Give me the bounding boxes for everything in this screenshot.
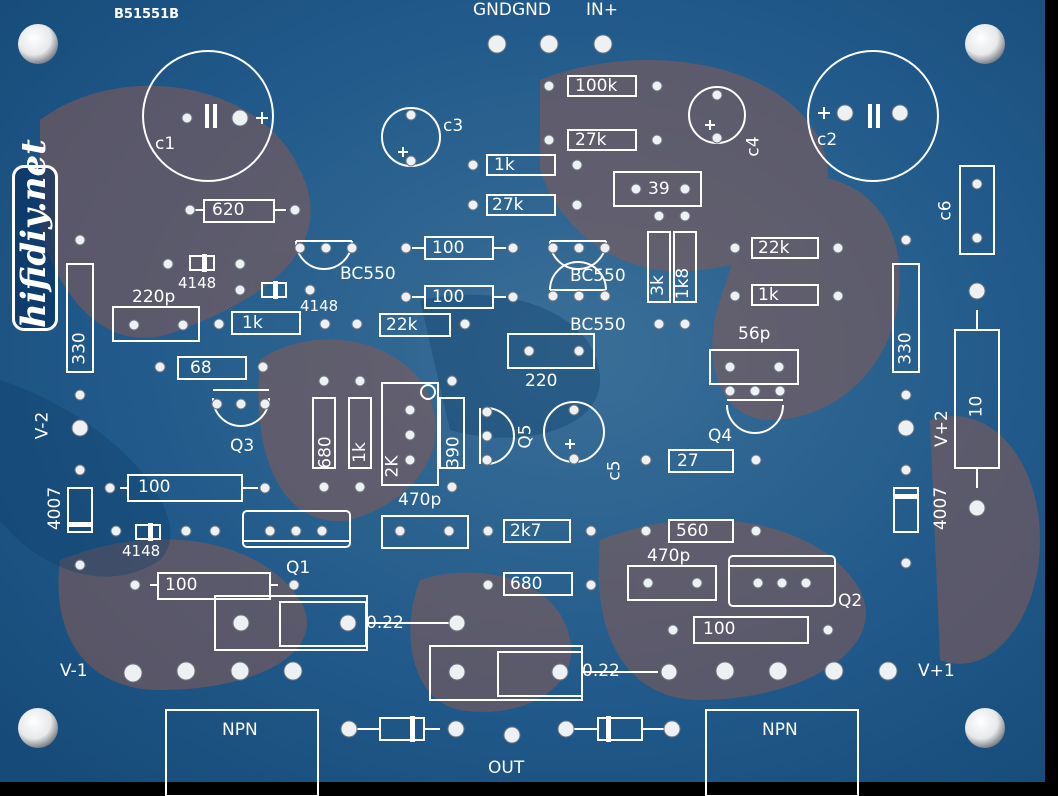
part-label-c5: c5 [604,460,625,481]
part-label-c470p-a: 470p [398,490,442,510]
header-pin-label-gnd-1: GND [473,0,512,20]
part-label-c1: c1 [155,134,176,154]
part-label-r100-d: 100 [165,575,198,595]
part-label-r3k: 3k [647,275,668,296]
part-label-r100k: 100k [575,76,618,96]
header-pin-label-in-plus: IN+ [586,0,618,20]
part-label-c39: 39 [648,179,670,199]
part-label-q5: Q5 [515,424,536,449]
rail-label-v-minus-2: V-2 [32,411,53,440]
part-label-c220: 220 [525,371,558,391]
part-label-r620: 620 [212,200,245,220]
part-label-q2: Q2 [838,591,863,611]
part-label-c470p-b: 470p [647,546,691,566]
part-label-r560: 560 [676,521,709,541]
part-label-r330-b: 330 [895,332,916,365]
part-label-bc550-b: BC550 [570,266,626,286]
part-label-r2k7: 2k7 [510,521,542,541]
rail-label-v-minus-1: V-1 [60,661,88,681]
part-label-d4148-a: 4148 [178,274,217,292]
part-label-pot2k: 2K [382,455,403,478]
part-label-q1: Q1 [286,558,311,578]
part-label-d4007-b: 4007 [931,486,952,531]
part-label-d4148-c: 4148 [122,542,161,560]
part-label-r680-v: 680 [315,436,336,469]
part-label-d4007-a: 4007 [45,486,66,531]
part-label-r1k8: 1k8 [673,267,694,300]
rail-label-v-plus-1: V+1 [918,661,955,681]
part-label-r1k-v: 1k [349,442,370,463]
part-label-r100-e: 100 [703,619,736,639]
part-label-r68: 68 [190,358,212,378]
part-label-r27k-b: 27k [492,195,524,215]
part-label-d4148-b: 4148 [300,297,339,315]
part-label-r100-c: 100 [138,477,171,497]
part-label-c2: c2 [817,130,838,150]
part-label-r022-b: 0.22 [582,661,620,681]
board-id-label: B51551B [114,7,180,22]
part-label-r1k-c: 1k [242,313,263,333]
part-label-r100-b: 100 [432,287,465,307]
part-label-c56p: 56p [738,324,771,344]
part-label-r1k-a: 1k [494,155,515,175]
brand-logo: hifidiy.net [12,139,58,331]
part-label-c220p: 220p [132,287,176,307]
copper-shadows [40,60,1040,712]
part-label-r390: 390 [443,436,464,469]
part-label-r27k-a: 27k [575,130,607,150]
part-label-r22k-a: 22k [758,238,790,258]
part-label-r1k-b: 1k [758,285,779,305]
part-label-c6: c6 [935,200,956,221]
part-label-r22k-b: 22k [386,315,418,335]
part-label-r680-h: 680 [510,574,543,594]
header-pin-label-gnd-2: GND [512,0,551,20]
solder-pads [71,34,986,744]
part-label-npn-b: NPN [762,720,798,740]
part-label-r10: 10 [966,395,987,418]
part-label-q3: Q3 [230,436,255,456]
rail-label-v-plus-2: V+2 [931,410,952,447]
part-label-r022-a: 0.22 [366,613,404,633]
part-label-c4: c4 [743,136,764,157]
part-label-r27: 27 [677,451,699,471]
part-label-bc550-c: BC550 [570,315,626,335]
part-label-r100-a: 100 [432,238,465,258]
part-label-c3: c3 [443,116,464,136]
output-label: OUT [488,758,525,778]
part-label-r330-a: 330 [69,332,90,365]
part-label-npn-a: NPN [222,720,258,740]
polarity-marks [68,104,918,742]
part-label-bc550-a: BC550 [340,264,396,284]
part-label-q4: Q4 [708,426,733,446]
mounting-holes [18,24,1005,748]
